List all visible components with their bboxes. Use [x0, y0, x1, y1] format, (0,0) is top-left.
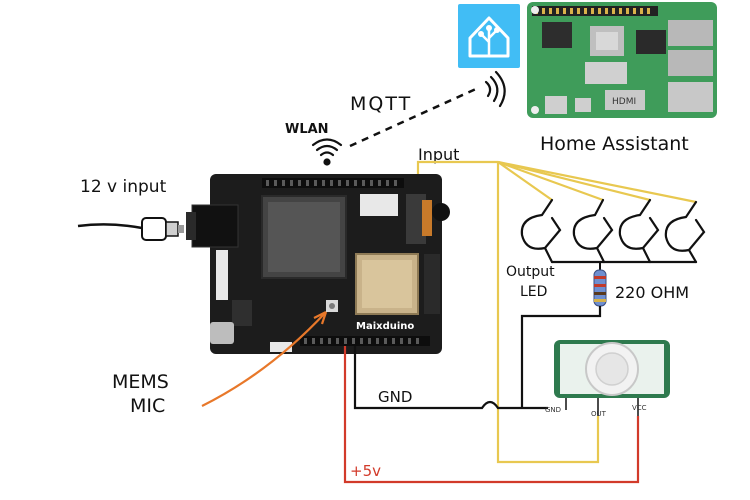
wlan-label: WLAN	[285, 122, 329, 137]
resistor-to-board-wire	[520, 306, 602, 408]
mqtt-label: MQTT	[350, 93, 412, 115]
pir-vcc-label: VCC	[632, 404, 647, 412]
wireless-signal-icon	[484, 70, 506, 108]
led-4	[664, 200, 706, 264]
output-leds	[520, 198, 706, 264]
led-1	[520, 198, 562, 264]
home-assistant-logo-icon	[458, 4, 520, 68]
wifi-icon	[311, 138, 343, 166]
raspberry-pi-board: HDMI	[527, 2, 717, 118]
pir-motion-sensor	[554, 340, 670, 416]
home-assistant-label: Home Assistant	[540, 133, 689, 155]
plus5v-label: +5v	[350, 462, 381, 480]
led-2	[572, 198, 614, 264]
board-name-label: Maixduino	[356, 321, 414, 332]
output-led-label-line2: LED	[520, 284, 547, 300]
resistor-220ohm	[593, 269, 607, 307]
mems-mic-label-line2: MIC	[130, 395, 165, 417]
power-input-label: 12 v input	[80, 177, 167, 197]
mems-mic-arrow	[201, 311, 328, 407]
pir-out-label: OUT	[591, 410, 607, 418]
output-led-label-line1: Output	[506, 264, 555, 280]
pi-hdmi-label: HDMI	[612, 97, 636, 107]
gnd-label: GND	[378, 388, 412, 406]
input-label: Input	[418, 145, 459, 164]
pir-gnd-label: GND	[545, 406, 561, 414]
mqtt-link-line	[349, 86, 479, 148]
resistor-label: 220 OHM	[615, 283, 689, 302]
gnd-wire	[353, 346, 548, 410]
power-cable	[77, 223, 143, 230]
mems-mic-label-line1: MEMS	[112, 371, 169, 393]
power-plug-icon	[141, 217, 184, 241]
maixduino-board: Maixduino	[186, 174, 450, 354]
led-3	[618, 198, 660, 264]
plus5v-wire	[343, 346, 640, 484]
yellow-signal-wires	[416, 160, 697, 464]
